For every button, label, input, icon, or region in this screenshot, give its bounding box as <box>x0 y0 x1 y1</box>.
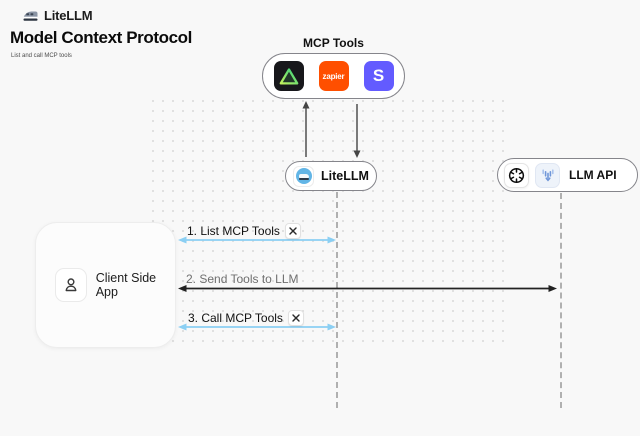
arrow-step1-list-mcp-tools <box>178 236 336 244</box>
brand-header: LiteLLM <box>22 8 93 23</box>
stripe-icon: S <box>363 61 394 91</box>
llm-provider-icon <box>535 162 560 188</box>
arrow-step3-call-mcp-tools <box>178 323 336 331</box>
step2-label: 2. Send Tools to LLM <box>186 272 299 286</box>
crossed-tools-icon <box>284 223 301 239</box>
arrow-litellm-to-mcp-up <box>302 101 310 157</box>
step1-label-row: 1. List MCP Tools <box>187 223 301 239</box>
page-subtitle: List and call MCP tools <box>11 53 72 59</box>
client-node-label: Client Side App <box>95 271 157 299</box>
step3-label: 3. Call MCP Tools <box>188 311 283 325</box>
page-title: Model Context Protocol <box>10 28 192 47</box>
brand-name: LiteLLM <box>44 8 93 23</box>
step1-label: 1. List MCP Tools <box>187 224 280 238</box>
crossed-tools-icon <box>287 310 304 326</box>
litellm-lifeline <box>336 192 338 408</box>
llm-api-node: LLM API <box>497 158 638 192</box>
zapier-icon: zapier <box>318 61 349 91</box>
dot-grid-background <box>148 96 508 348</box>
arrow-mcp-to-litellm-down <box>353 104 361 158</box>
step2-label-row: 2. Send Tools to LLM <box>186 272 299 286</box>
litellm-node-label: LiteLLM <box>321 169 369 183</box>
openai-icon <box>504 162 529 188</box>
triangle-logo-icon <box>273 61 304 91</box>
client-side-app-node: Client Side App <box>35 222 176 348</box>
stripe-letter: S <box>372 66 385 85</box>
llm-api-node-label: LLM API <box>569 168 617 182</box>
litellm-train-logo-icon <box>23 10 38 21</box>
litellm-train-icon <box>293 165 314 187</box>
arrow-step2-send-tools-to-llm <box>178 285 557 292</box>
mcp-tools-label: MCP Tools <box>303 36 364 50</box>
llm-api-lifeline <box>560 193 562 408</box>
mcp-tools-group: zapier S <box>262 53 405 99</box>
step3-label-row: 3. Call MCP Tools <box>188 310 304 326</box>
user-icon <box>55 268 87 302</box>
zapier-wordmark: zapier <box>322 71 345 81</box>
litellm-node: LiteLLM <box>285 161 377 191</box>
